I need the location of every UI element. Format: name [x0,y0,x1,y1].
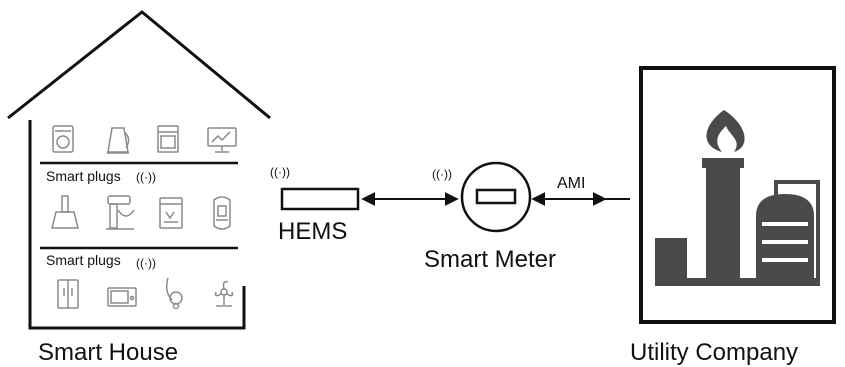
hems-signal-icon: ((·)) [270,165,290,179]
monitor-icon [207,127,237,153]
flame-icon [706,110,745,152]
smart-plugs-label-2: Smart plugs [46,252,121,268]
smart-meter: ((·)) Smart Meter [424,161,556,273]
range-hood-icon [51,195,79,229]
smart-plugs-label-1: Smart plugs [46,168,121,184]
hems-label: HEMS [278,218,347,245]
utility-company: Utility Company [630,66,836,366]
refrigerator-icon [57,279,79,309]
washing-machine-icon [52,125,74,153]
coffee-machine-icon [213,196,231,230]
smart-house-caption: Smart House [38,339,178,366]
smart-house: Smart plugs ((·)) Smart plugs ((·)) [7,10,271,366]
house-walls [28,120,246,330]
utility-company-caption: Utility Company [630,339,798,366]
stand-mixer-icon [106,195,135,230]
house-roof [7,10,271,120]
microwave-icon [107,287,137,307]
smart-meter-label: Smart Meter [424,246,556,273]
ami-label: AMI [557,175,585,192]
hems-box [280,187,360,211]
oven-icon [157,125,179,153]
fan-icon [214,280,234,307]
vacuum-cleaner-icon [165,277,183,310]
smart-plug-signal-icon-2: ((·)) [136,256,156,270]
power-plant-icon [655,110,820,286]
hems-unit: ((·)) HEMS [270,165,360,245]
kettle-icon [107,127,130,154]
meter-signal-icon: ((·)) [432,167,452,181]
dishwasher-icon [159,197,183,229]
smart-plug-signal-icon-1: ((·)) [136,170,156,184]
meter-display [475,188,517,205]
